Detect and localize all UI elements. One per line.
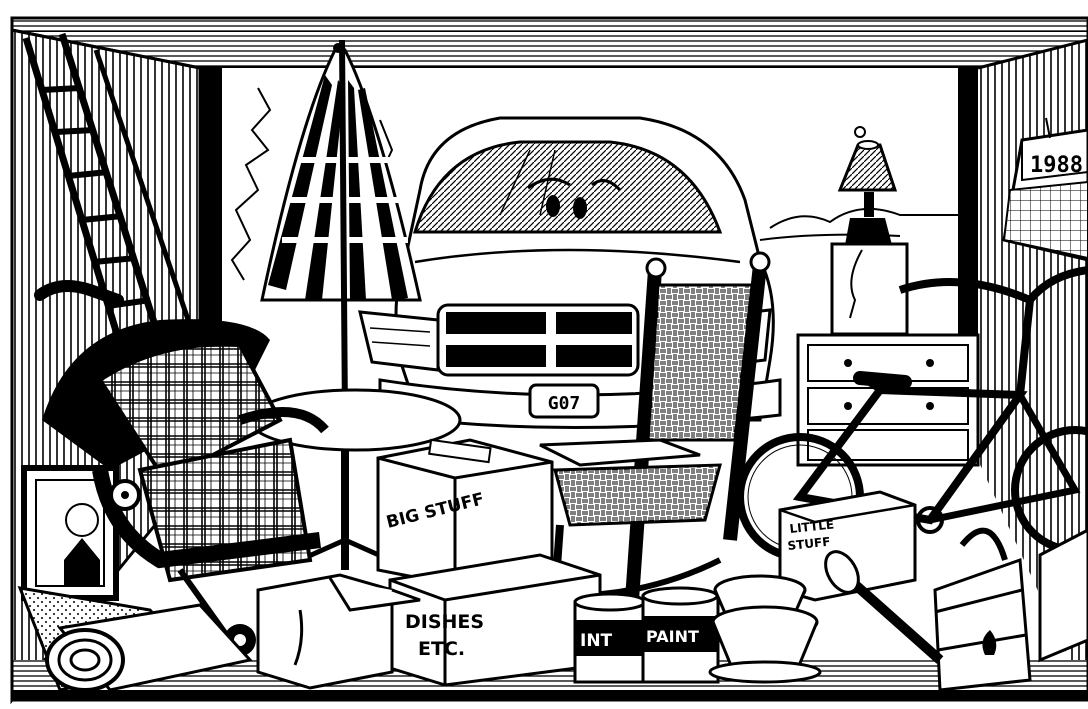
paint-can-left-label: INT (580, 631, 613, 651)
rolled-rug (17, 586, 253, 692)
dresser (796, 242, 980, 467)
license-plate (528, 383, 600, 419)
little-label: LITTLE (789, 517, 835, 536)
stuff-label: STUFF (787, 535, 831, 553)
baby-stroller (34, 280, 329, 656)
paint-can-right-label: PAINT (646, 627, 699, 646)
open-box (256, 573, 421, 690)
watering-can (824, 527, 1088, 692)
license-plate-text: G07 (548, 393, 581, 414)
patio-umbrella (260, 39, 422, 419)
dishes-label: DISHES (405, 611, 484, 633)
calendar-1988: 1988 (1002, 117, 1088, 262)
flower-pots (708, 574, 822, 684)
paint-cans: INT PAINT (573, 586, 720, 684)
table-lamp (837, 126, 898, 245)
calendar-year-text: 1988 (1030, 153, 1083, 178)
etc-label: ETC. (418, 638, 465, 660)
box-dishes: DISHES ETC. (388, 553, 602, 687)
ladder (22, 32, 198, 372)
